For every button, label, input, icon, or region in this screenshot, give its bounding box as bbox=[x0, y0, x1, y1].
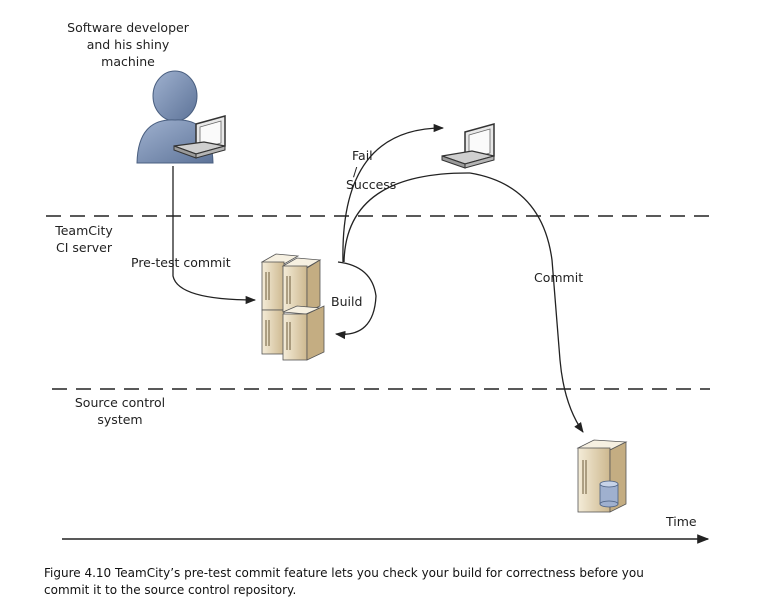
build-label: Build bbox=[331, 294, 362, 309]
fail-label: Fail bbox=[352, 148, 373, 163]
laptop-icon bbox=[173, 115, 226, 159]
commit-arrow bbox=[469, 172, 584, 433]
server-rack-icon bbox=[260, 253, 325, 361]
source-control-label-line-2: system bbox=[97, 412, 142, 427]
source-control-label-line-1: Source control bbox=[75, 395, 165, 410]
pre-test-commit-arrow bbox=[172, 166, 257, 305]
pre-test-commit-label: Pre-test commit bbox=[131, 255, 231, 270]
success-path bbox=[343, 172, 471, 263]
ci-server-label-line-2: CI server bbox=[56, 240, 113, 255]
commit-label: Commit bbox=[534, 270, 583, 285]
ci-server-label-line-1: TeamCity bbox=[54, 223, 113, 238]
figure-caption: Figure 4.10 TeamCity’s pre-test commit f… bbox=[44, 566, 644, 597]
developer-label-line-3: machine bbox=[101, 54, 155, 69]
developer-label-line-1: Software developer bbox=[67, 20, 190, 35]
database-server-icon bbox=[576, 439, 628, 513]
fail-arrow bbox=[342, 123, 445, 263]
laptop-icon bbox=[441, 123, 495, 169]
success-label: Success bbox=[346, 177, 396, 192]
time-label: Time bbox=[665, 514, 697, 529]
slash-label: / bbox=[353, 164, 358, 179]
build-loop-arrow bbox=[334, 261, 377, 340]
developer-label-line-2: and his shiny bbox=[87, 37, 170, 52]
